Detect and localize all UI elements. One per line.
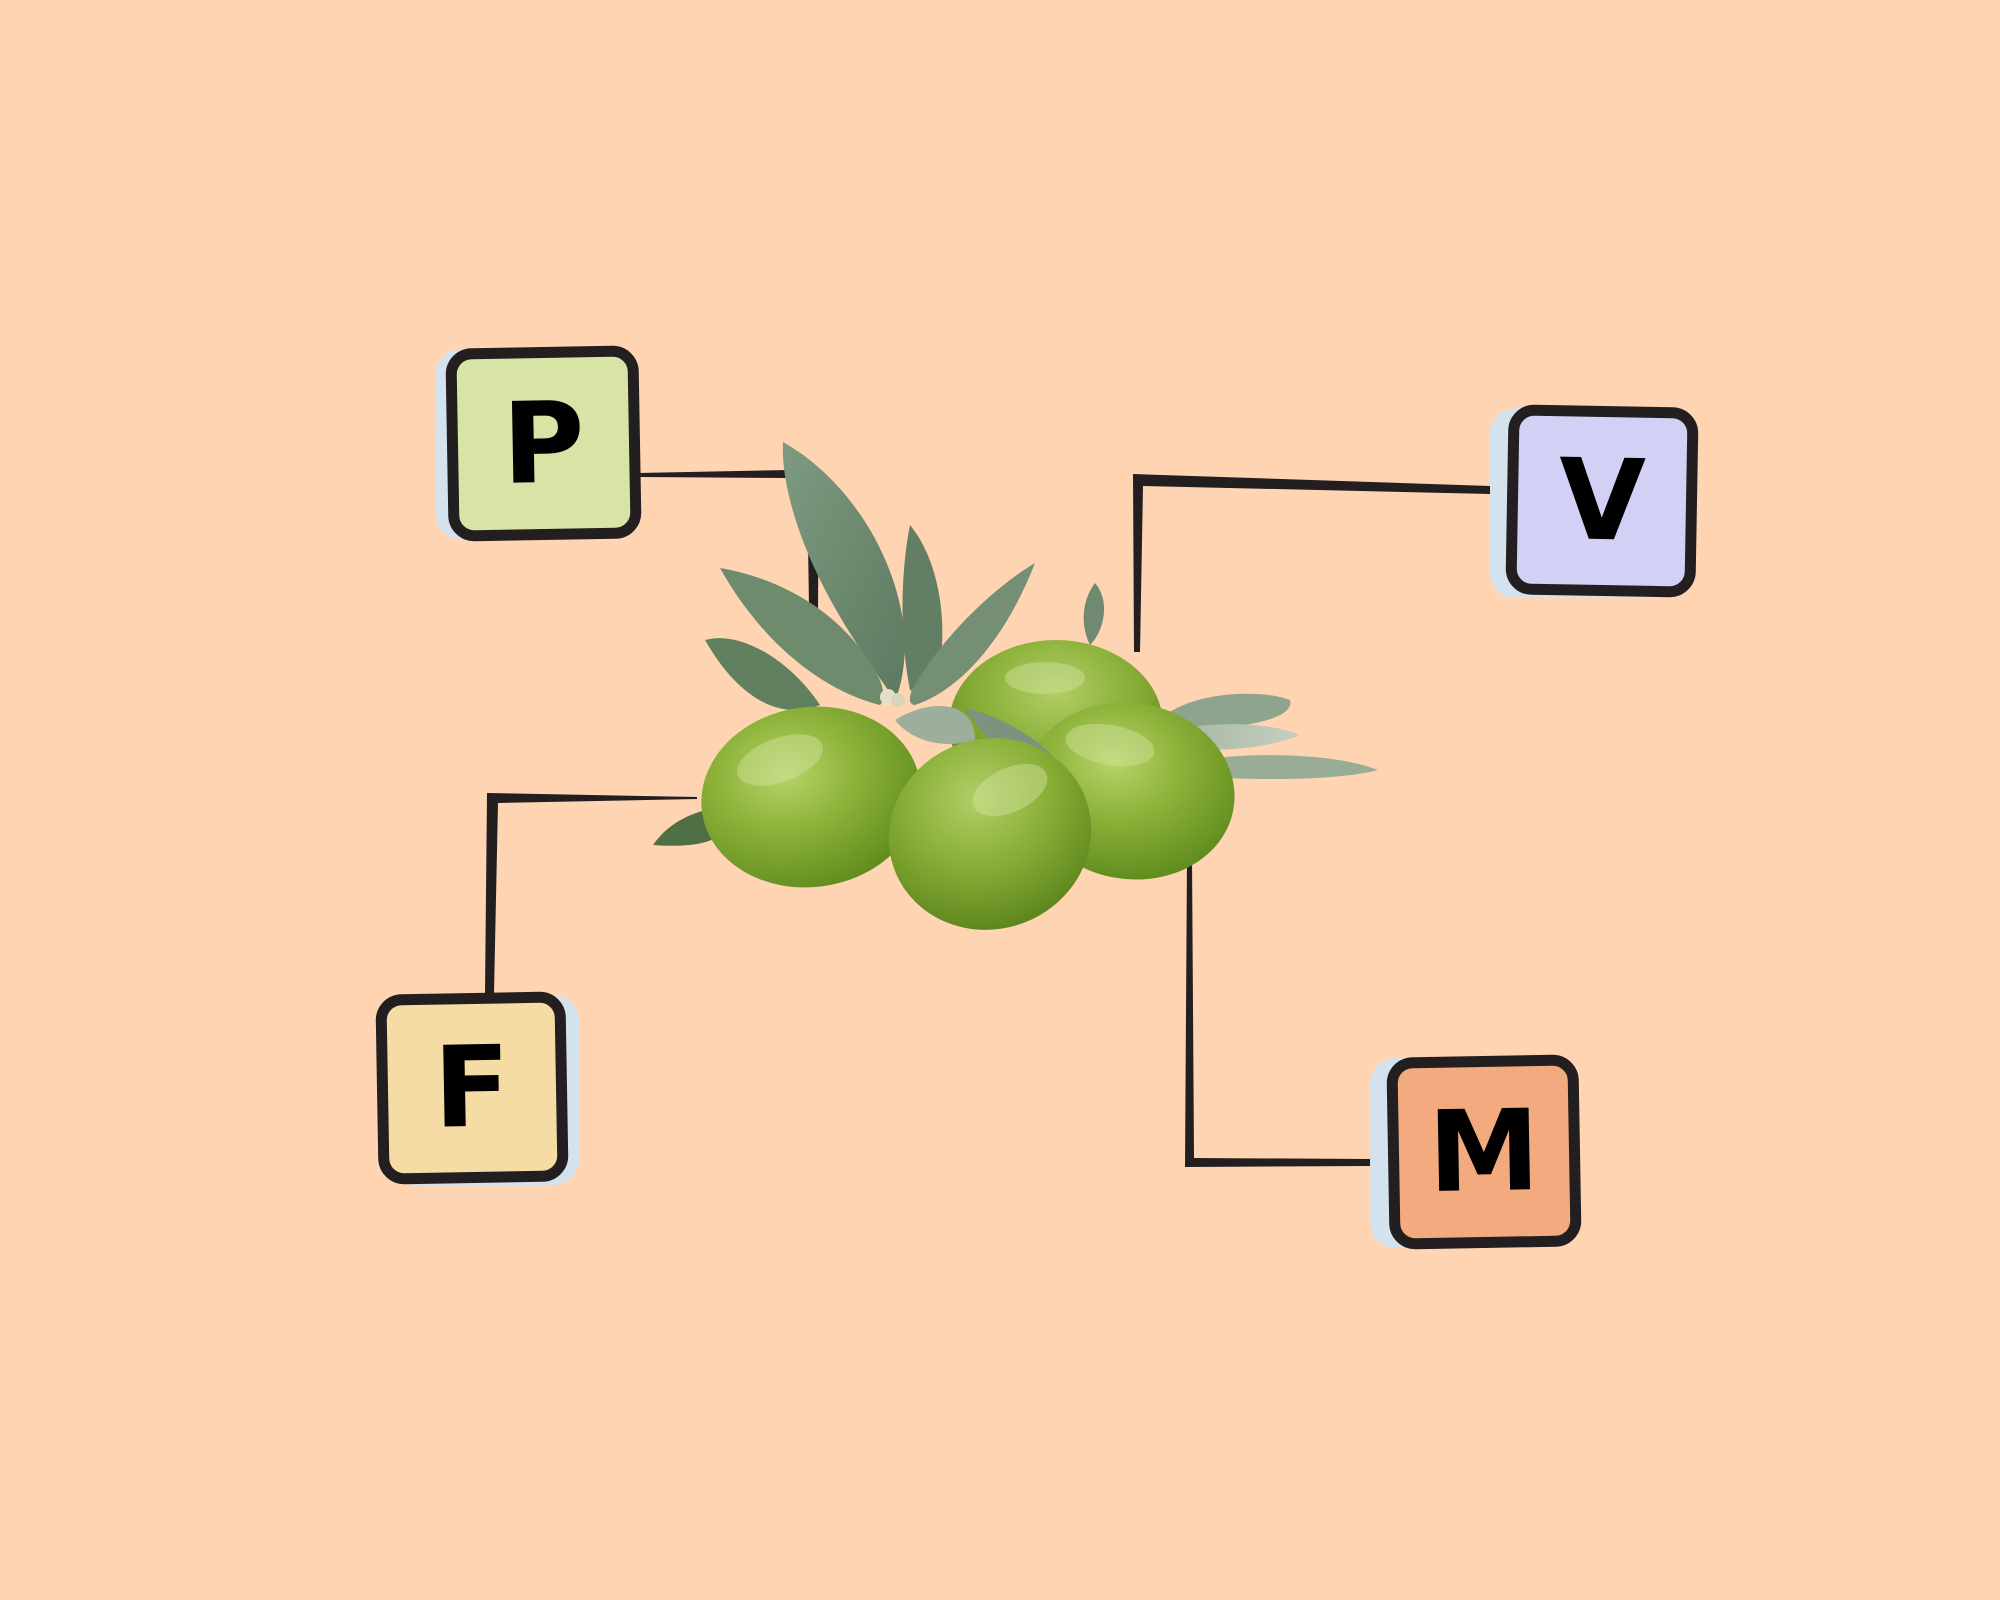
- node-m: M: [1370, 1054, 1582, 1250]
- olive: [701, 706, 921, 888]
- node-card: P: [445, 345, 642, 542]
- node-letter-v: V: [1557, 435, 1647, 567]
- bud: [891, 693, 905, 707]
- leaf: [902, 525, 943, 692]
- node-card: F: [375, 991, 569, 1185]
- node-letter-m: M: [1427, 1086, 1541, 1218]
- connector-f: [485, 793, 697, 993]
- leaf: [705, 638, 820, 711]
- node-card: V: [1505, 404, 1699, 598]
- leaf: [909, 563, 1035, 705]
- node-card: M: [1386, 1054, 1582, 1250]
- connector-m: [1185, 857, 1370, 1167]
- node-v: V: [1490, 404, 1699, 598]
- leaf: [1165, 693, 1291, 729]
- leaf: [895, 706, 975, 744]
- leaf: [720, 568, 884, 705]
- olive-branch-image: [653, 442, 1378, 930]
- leaf: [1215, 755, 1378, 780]
- connector-p: [638, 470, 790, 478]
- connector-v: [1133, 474, 1490, 652]
- node-f: F: [375, 991, 579, 1185]
- olive: [888, 738, 1092, 930]
- node-letter-p: P: [501, 377, 586, 510]
- leaf: [1083, 583, 1105, 645]
- node-p: P: [435, 345, 642, 542]
- leaf: [782, 442, 905, 700]
- node-letter-f: F: [432, 1022, 512, 1154]
